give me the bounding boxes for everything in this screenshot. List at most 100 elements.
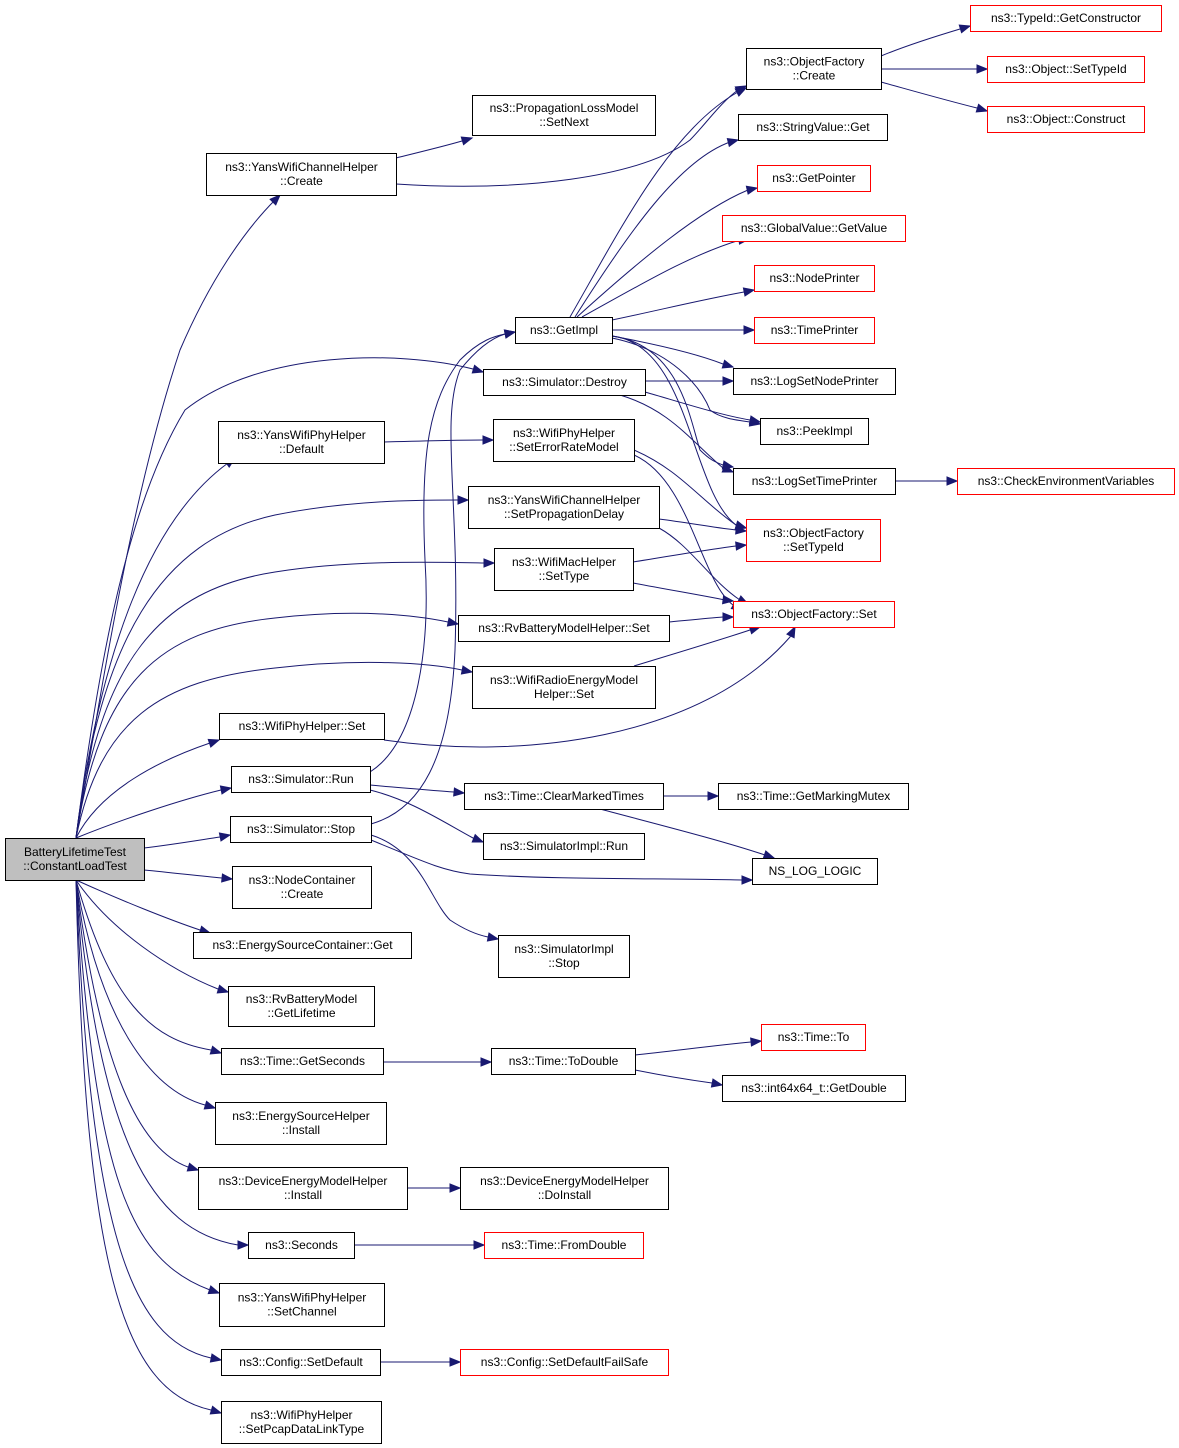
node-objsettypeid[interactable]: ns3::Object::SetTypeId xyxy=(987,56,1145,83)
edge-line xyxy=(599,808,775,859)
node-nodecontcreate[interactable]: ns3::NodeContainer::Create xyxy=(232,866,372,909)
node-ofcreate[interactable]: ns3::ObjectFactory::Create xyxy=(746,48,882,90)
node-ofset[interactable]: ns3::ObjectFactory::Set xyxy=(733,601,895,628)
node-wifiphysetpcap[interactable]: ns3::WifiPhyHelper::SetPcapDataLinkType xyxy=(221,1401,382,1444)
node-box xyxy=(515,317,613,344)
edge-line xyxy=(880,25,971,57)
node-box xyxy=(746,48,882,90)
edge-line xyxy=(75,787,232,839)
node-wifiphyset[interactable]: ns3::WifiPhyHelper::Set xyxy=(219,713,385,740)
root-node[interactable]: BatteryLifetimeTest::ConstantLoadTest xyxy=(5,838,145,881)
node-label: ns3::WifiMacHelper xyxy=(512,555,616,569)
edge-line xyxy=(75,879,216,1109)
node-seconds[interactable]: ns3::Seconds xyxy=(248,1232,355,1259)
edge-simstop-to-simimplstop xyxy=(370,834,500,942)
node-gvgetvalue[interactable]: ns3::GlobalValue::GetValue xyxy=(722,215,906,242)
edge-simdestroy-to-logsettimeprinter xyxy=(619,394,735,473)
edge-arrowhead xyxy=(741,875,754,885)
node-demhdoinstall[interactable]: ns3::DeviceEnergyModelHelper::DoInstall xyxy=(460,1167,669,1210)
edge-simdestroy-to-peekimpl xyxy=(644,391,762,425)
node-int64getdouble[interactable]: ns3::int64x64_t::GetDouble xyxy=(722,1075,906,1102)
node-strvalget[interactable]: ns3::StringValue::Get xyxy=(738,114,888,141)
edge-arrowhead xyxy=(207,738,221,748)
node-label: ns3::int64x64_t::GetDouble xyxy=(741,1081,887,1095)
edge-arrowhead xyxy=(473,1240,486,1250)
edge-line xyxy=(143,869,233,880)
node-simimplrun[interactable]: ns3::SimulatorImpl::Run xyxy=(483,833,645,860)
node-label: ns3::LogSetTimePrinter xyxy=(752,474,878,488)
edge-arrowhead xyxy=(726,137,740,148)
node-box xyxy=(458,615,670,642)
edge-root-to-seconds xyxy=(75,879,250,1250)
edge-line xyxy=(75,661,473,839)
node-box xyxy=(970,5,1162,32)
node-eshelperinstall[interactable]: ns3::EnergySourceHelper::Install xyxy=(215,1102,387,1145)
node-rvbattset[interactable]: ns3::RvBatteryModelHelper::Set xyxy=(458,615,670,642)
node-objconstruct[interactable]: ns3::Object::Construct xyxy=(987,106,1145,133)
node-yansphydefault[interactable]: ns3::YansWifiPhyHelper::Default xyxy=(218,421,385,464)
node-yanschancreate[interactable]: ns3::YansWifiChannelHelper::Create xyxy=(206,153,397,196)
node-getpointer[interactable]: ns3::GetPointer xyxy=(757,165,871,192)
edge-simstop-to-getimpl xyxy=(370,329,517,825)
node-getimpl[interactable]: ns3::GetImpl xyxy=(515,317,613,344)
edge-arrowhead xyxy=(722,612,735,622)
node-wifiphyseterm[interactable]: ns3::WifiPhyHelper::SetErrorRateModel xyxy=(493,419,635,462)
node-demhinstall[interactable]: ns3::DeviceEnergyModelHelper::Install xyxy=(198,1167,408,1210)
edge-wifimacsettype-to-ofsettypeid xyxy=(632,541,748,563)
node-configsetdefaultfs[interactable]: ns3::Config::SetDefaultFailSafe xyxy=(460,1349,669,1376)
node-wifimacsettype[interactable]: ns3::WifiMacHelper::SetType xyxy=(494,548,634,591)
node-label: ns3::Time::GetSeconds xyxy=(240,1054,365,1068)
node-configsetdefault[interactable]: ns3::Config::SetDefault xyxy=(221,1349,381,1376)
node-ofsettypeid[interactable]: ns3::ObjectFactory::SetTypeId xyxy=(746,519,881,562)
edge-arrowhead xyxy=(269,194,281,206)
node-nodeprinter[interactable]: ns3::NodePrinter xyxy=(754,265,875,292)
node-getmarkingmutex[interactable]: ns3::Time::GetMarkingMutex xyxy=(718,783,909,810)
edge-simrun-to-clearmarked xyxy=(369,784,466,797)
node-simimplstop[interactable]: ns3::SimulatorImpl::Stop xyxy=(498,935,630,978)
edge-root-to-simdestroy xyxy=(75,357,485,839)
node-yansphysetchan[interactable]: ns3::YansWifiPhyHelper::SetChannel xyxy=(219,1283,385,1327)
node-label: ns3::YansWifiPhyHelper xyxy=(238,1291,367,1305)
node-clearmarked[interactable]: ns3::Time::ClearMarkedTimes xyxy=(464,783,664,810)
node-escontget[interactable]: ns3::EnergySourceContainer::Get xyxy=(193,932,412,959)
node-simrun[interactable]: ns3::Simulator::Run xyxy=(231,766,371,793)
node-timetodouble[interactable]: ns3::Time::ToDouble xyxy=(491,1048,636,1075)
edge-arrowhead xyxy=(216,984,230,994)
edge-root-to-yanssetpropdelay xyxy=(75,495,470,839)
node-label: ns3::ObjectFactory xyxy=(764,55,865,69)
node-peekimpl[interactable]: ns3::PeekImpl xyxy=(760,418,869,445)
node-propsetnext[interactable]: ns3::PropagationLossModel::SetNext xyxy=(472,95,656,136)
node-box xyxy=(494,548,634,591)
node-label: ns3::GetPointer xyxy=(772,171,855,185)
node-timeto[interactable]: ns3::Time::To xyxy=(761,1024,866,1051)
edge-line xyxy=(633,449,747,529)
node-checkenv[interactable]: ns3::CheckEnvironmentVariables xyxy=(957,468,1175,495)
edge-arrowhead xyxy=(209,1045,223,1055)
edge-root-to-timegetsec xyxy=(75,879,223,1055)
node-label: ns3::WifiPhyHelper xyxy=(513,426,615,440)
node-simstop[interactable]: ns3::Simulator::Stop xyxy=(230,816,372,843)
node-timegetsec[interactable]: ns3::Time::GetSeconds xyxy=(221,1048,384,1075)
edge-root-to-wifimacsettype xyxy=(75,558,496,839)
edge-line xyxy=(143,834,231,849)
edge-line xyxy=(576,187,758,318)
node-timeprinter[interactable]: ns3::TimePrinter xyxy=(754,317,875,344)
node-timefromdouble[interactable]: ns3::Time::FromDouble xyxy=(484,1232,644,1259)
node-logsettimeprinter[interactable]: ns3::LogSetTimePrinter xyxy=(733,468,896,495)
node-label: ::SetPcapDataLinkType xyxy=(239,1422,365,1436)
node-box xyxy=(221,1349,381,1376)
edge-line xyxy=(632,582,734,602)
node-rvgetlifetime[interactable]: ns3::RvBatteryModel::GetLifetime xyxy=(228,986,375,1027)
edge-rvbattset-to-ofset xyxy=(668,612,735,623)
node-nslog[interactable]: NS_LOG_LOGIC xyxy=(752,858,878,885)
node-box xyxy=(754,265,875,292)
node-simdestroy[interactable]: ns3::Simulator::Destroy xyxy=(483,369,646,396)
node-typeidgetctor[interactable]: ns3::TypeId::GetConstructor xyxy=(970,5,1162,32)
edge-root-to-wifiradioset xyxy=(75,661,474,839)
edge-line xyxy=(75,879,199,1171)
node-logsetnodeprinter[interactable]: ns3::LogSetNodePrinter xyxy=(733,368,896,395)
edge-root-to-yansphydefault xyxy=(75,457,237,839)
node-yanssetpropdelay[interactable]: ns3::YansWifiChannelHelper::SetPropagati… xyxy=(468,486,660,529)
